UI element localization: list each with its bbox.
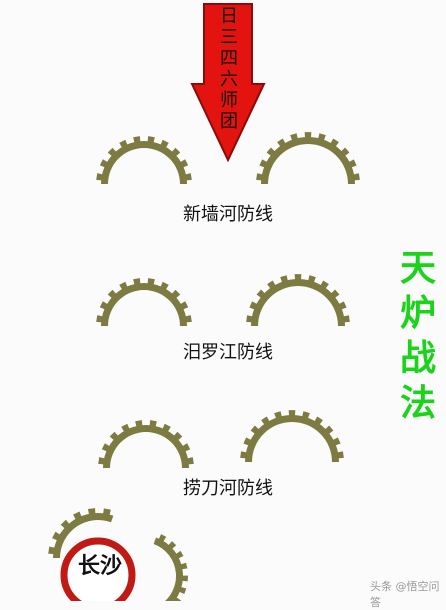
defense-line-label-1: 新墙河防线 bbox=[183, 204, 273, 225]
attack-unit-char: 师 bbox=[220, 90, 238, 111]
side-title-char: 法 bbox=[399, 383, 436, 424]
defense-wall-1-right bbox=[256, 132, 360, 184]
defense-wall-3-right bbox=[240, 410, 344, 462]
side-title-char: 炉 bbox=[399, 293, 436, 334]
defense-walls bbox=[48, 132, 360, 601]
defense-wall-1-left bbox=[96, 136, 192, 184]
side-title: 天炉战法 bbox=[396, 246, 440, 426]
defense-wall-3-left bbox=[98, 420, 194, 468]
defense-wall-2-right bbox=[246, 274, 350, 326]
defense-wall-2-left bbox=[96, 278, 192, 326]
city-wall-top bbox=[48, 508, 114, 558]
attack-unit-char: 六 bbox=[220, 69, 238, 90]
attack-unit-char: 四 bbox=[220, 48, 238, 69]
watermark: 头条 @悟空问答 bbox=[370, 580, 440, 609]
defense-line-label-3: 捞刀河防线 bbox=[183, 478, 273, 499]
city-ring bbox=[60, 537, 136, 601]
attack-unit-char: 日 bbox=[220, 6, 238, 27]
side-title-char: 战 bbox=[399, 338, 436, 379]
defense-line-label-2: 汨罗江防线 bbox=[183, 342, 273, 363]
city-label: 长沙 bbox=[77, 554, 122, 579]
attack-unit-char: 团 bbox=[220, 111, 238, 132]
attack-unit-char: 三 bbox=[220, 27, 238, 48]
side-title-char: 天 bbox=[399, 248, 436, 289]
city-wall-right bbox=[153, 534, 188, 601]
attack-unit-label: 日三四六师团 bbox=[218, 6, 240, 132]
attack-arrow bbox=[190, 3, 266, 163]
